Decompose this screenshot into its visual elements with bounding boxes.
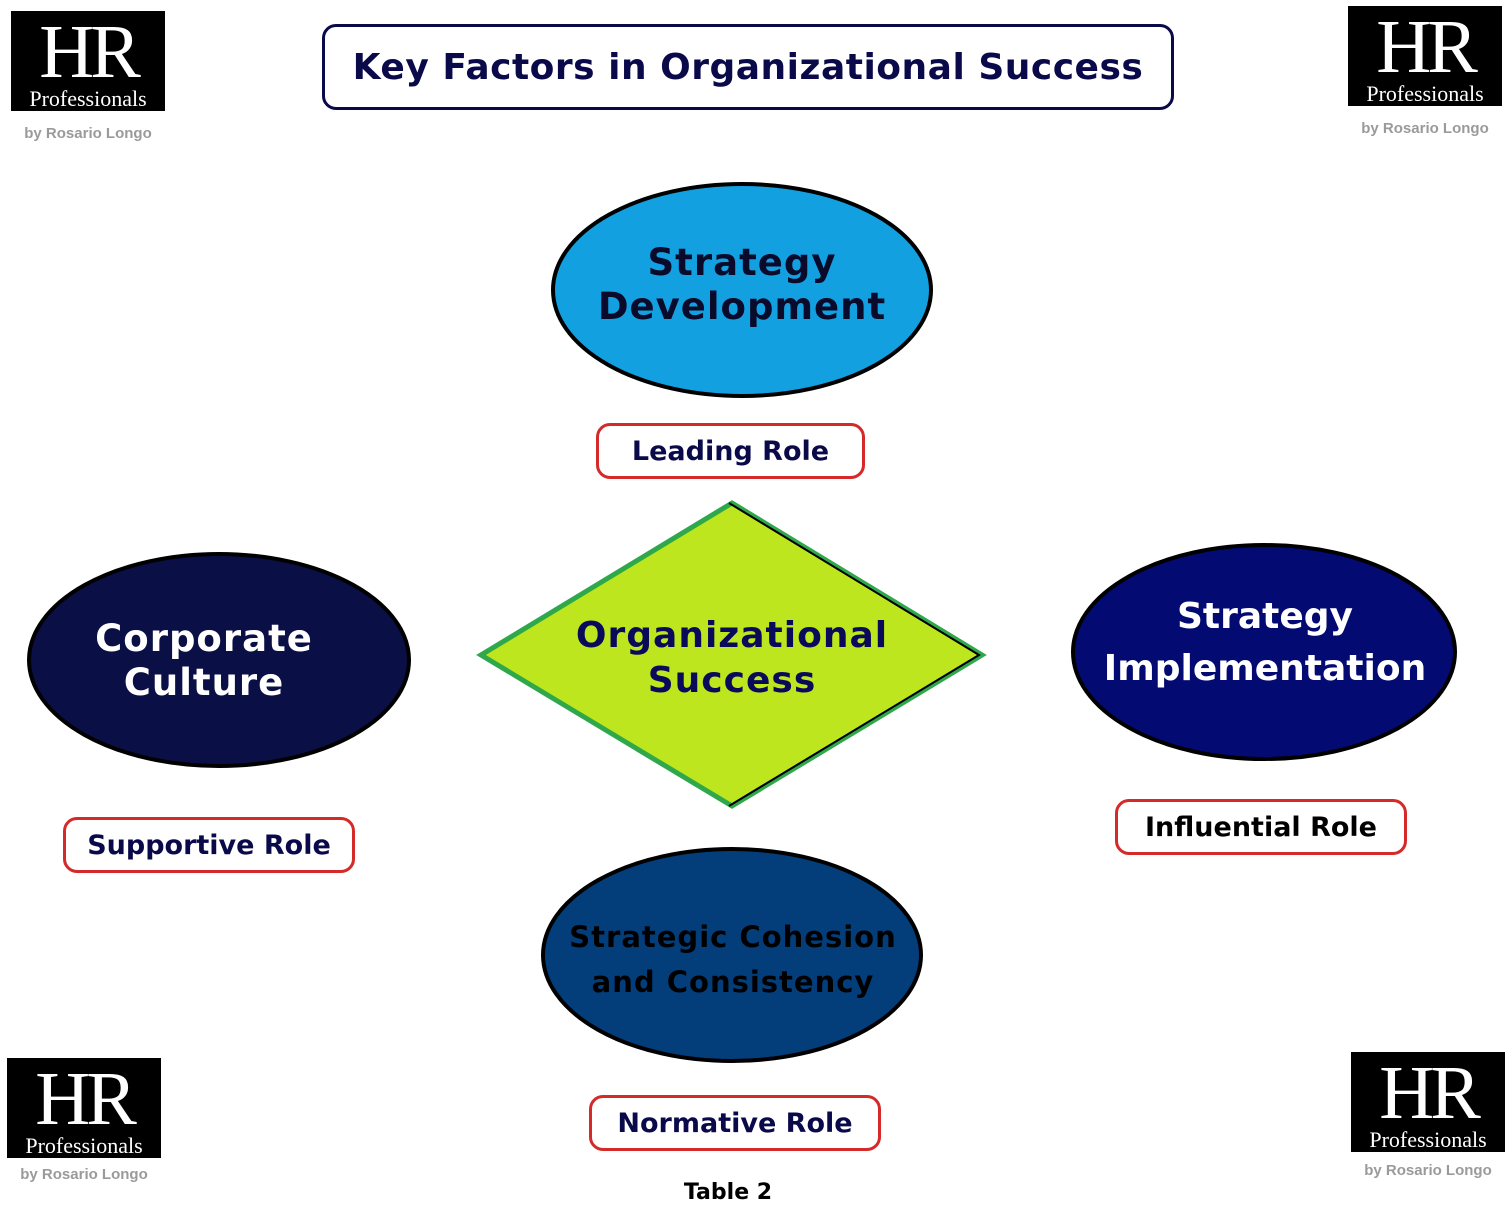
strategy-implementation-label: Strategy Implementation xyxy=(1078,588,1452,698)
corporate-culture-line1: Corporate xyxy=(95,617,313,660)
strategy-implementation-line1: Strategy xyxy=(1176,596,1354,637)
title-box: Key Factors in Organizational Success xyxy=(322,24,1174,110)
logo-byline: by Rosario Longo xyxy=(1364,1162,1492,1179)
page-title: Key Factors in Organizational Success xyxy=(352,46,1144,88)
logo-sub-text: Professionals xyxy=(1366,81,1484,106)
influential-role-label: Influential Role xyxy=(1145,811,1377,843)
logo-sub-text: Professionals xyxy=(1369,1127,1487,1152)
logo-hr-text: HR xyxy=(39,10,141,94)
supportive-role-label: Supportive Role xyxy=(87,829,331,861)
hr-logo-bottom-left: HR Professionals by Rosario Longo xyxy=(7,1058,161,1183)
center-line1: Organizational xyxy=(575,615,889,656)
logo-box: HR Professionals xyxy=(11,11,165,111)
logo-sub-text: Professionals xyxy=(29,86,147,111)
logo-byline: by Rosario Longo xyxy=(24,125,152,142)
strategic-cohesion-line1: Strategic Cohesion xyxy=(569,920,897,954)
logo-box: HR Professionals xyxy=(1348,6,1502,106)
hr-logo-bottom-right: HR Professionals by Rosario Longo xyxy=(1351,1052,1505,1179)
strategy-development-line1: Strategy xyxy=(647,241,837,284)
corporate-culture-ellipse xyxy=(27,552,411,768)
supportive-role-box: Supportive Role xyxy=(63,817,355,873)
strategy-implementation-ellipse xyxy=(1071,543,1457,761)
logo-box: HR Professionals xyxy=(7,1058,161,1158)
center-line2: Success xyxy=(647,660,817,701)
leading-role-box: Leading Role xyxy=(596,423,865,479)
logo-byline: by Rosario Longo xyxy=(20,1166,148,1183)
organizational-success-diamond xyxy=(476,500,987,809)
logo-box: HR Professionals xyxy=(1351,1052,1505,1152)
strategy-development-ellipse xyxy=(551,182,933,398)
strategic-cohesion-label: Strategic Cohesion and Consistency xyxy=(548,912,918,1008)
corporate-culture-line2: Culture xyxy=(123,661,285,704)
normative-role-box: Normative Role xyxy=(589,1095,881,1151)
strategic-cohesion-line2: and Consistency xyxy=(591,965,875,999)
logo-hr-text: HR xyxy=(1379,1051,1481,1135)
corporate-culture-label: Corporate Culture xyxy=(32,606,376,716)
strategic-cohesion-ellipse xyxy=(541,847,923,1063)
diamond-inner-shadow xyxy=(728,502,981,807)
influential-role-box: Influential Role xyxy=(1115,799,1407,855)
organizational-success-label: Organizational Success xyxy=(540,606,924,710)
leading-role-label: Leading Role xyxy=(631,435,830,467)
logo-byline: by Rosario Longo xyxy=(1361,120,1489,137)
table-caption: Table 2 xyxy=(683,1180,773,1205)
hr-logo-top-left: HR Professionals by Rosario Longo xyxy=(11,11,165,142)
hr-logo-top-right: HR Professionals by Rosario Longo xyxy=(1348,6,1502,137)
strategy-implementation-line2: Implementation xyxy=(1103,648,1427,689)
logo-hr-text: HR xyxy=(1376,5,1478,89)
logo-sub-text: Professionals xyxy=(25,1133,143,1158)
normative-role-label: Normative Role xyxy=(617,1107,853,1139)
logo-hr-text: HR xyxy=(35,1057,137,1141)
strategy-development-label: Strategy Development xyxy=(560,230,924,340)
strategy-development-line2: Development xyxy=(597,285,887,328)
